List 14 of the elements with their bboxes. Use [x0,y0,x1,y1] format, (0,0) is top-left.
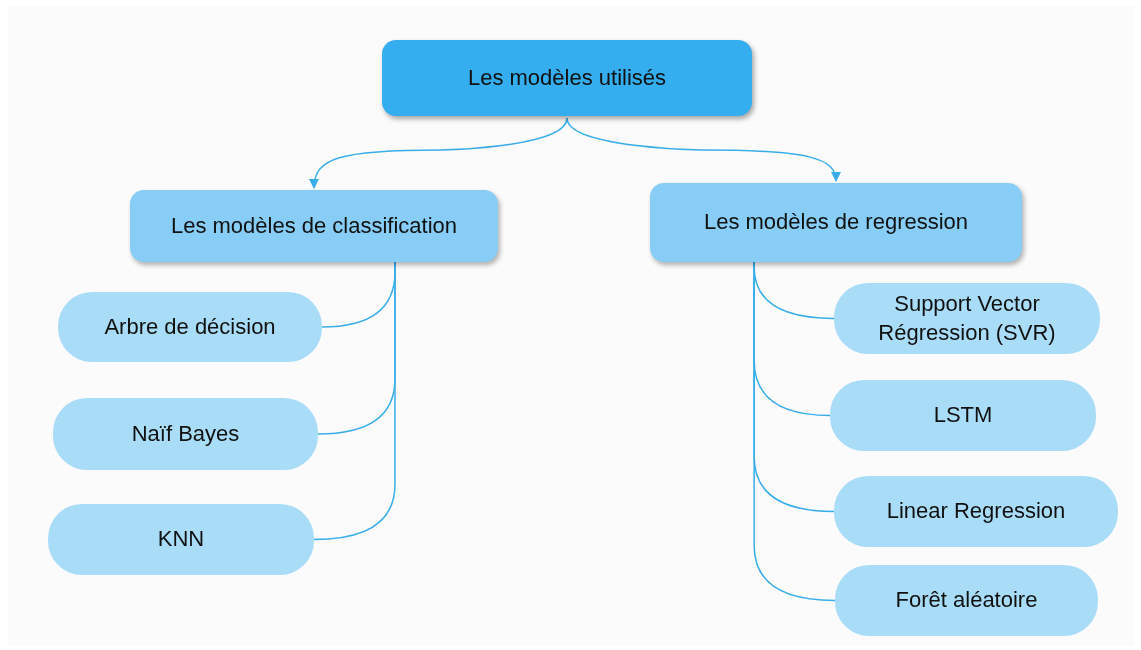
model-box: KNN [48,504,314,575]
arrow [309,117,568,190]
model-box: Linear Regression [834,476,1118,547]
connector-line [753,261,836,602]
connector-line [313,261,396,541]
model-box: Forêt aléatoire [835,565,1098,636]
root-box: Les modèles utilisés [382,40,752,116]
model-box: Support Vector Régression (SVR) [834,283,1100,354]
category-box: Les modèles de classification [130,190,498,262]
arrow [566,117,841,183]
model-box: Naïf Bayes [53,398,318,470]
model-box: Arbre de décision [58,292,322,362]
category-box: Les modèles de regression [650,183,1022,262]
model-box: LSTM [830,380,1096,451]
